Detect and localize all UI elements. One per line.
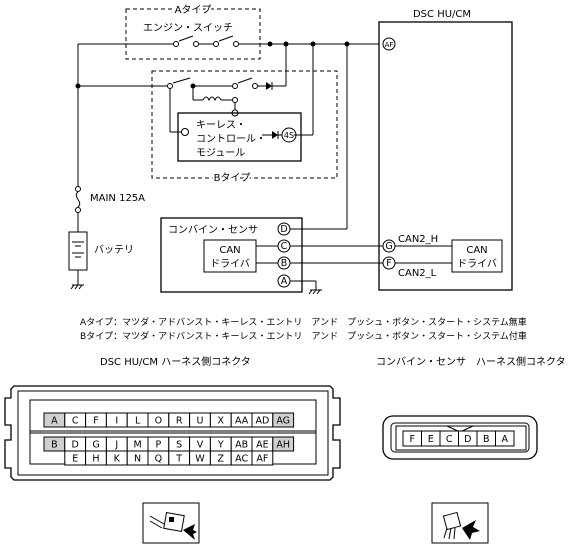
note-type-a: Aタイプ：マツダ・アドバンスト・キーレス・エントリ アンド プッシュ・ボタン・ス…: [80, 316, 527, 328]
dsc-hu-cm-box: [378, 21, 513, 291]
svg-text:B: B: [281, 258, 288, 269]
dsc-pin-label: H: [92, 454, 99, 465]
dsc-pin-label: Y: [217, 440, 224, 451]
svg-text:CAN: CAN: [466, 245, 487, 256]
svg-text:G: G: [385, 241, 392, 252]
main-fuse-label: MAIN 125A: [90, 193, 145, 204]
dsc-pin-label: X: [218, 416, 225, 427]
dsc-pin-label: S: [176, 440, 182, 451]
combine-connector: [382, 415, 538, 460]
dsc-connector-title: DSC HU/CM ハーネス側コネクタ: [100, 355, 251, 368]
dsc-pin-ah: [272, 436, 295, 452]
dsc-pin-label: Z: [218, 454, 225, 465]
combine-pin-label: F: [410, 434, 415, 445]
type-b-wiring: [75, 44, 314, 136]
type-b-box: [151, 70, 338, 179]
svg-text:D: D: [280, 224, 287, 235]
type-b-label: Bタイプ: [214, 172, 251, 184]
dsc-pin-label: AG: [276, 416, 290, 427]
af-pin: [382, 37, 396, 51]
dsc-pin-label: M: [133, 440, 141, 451]
engine-switch-label: エンジン・スイッチ: [143, 22, 233, 34]
dsc-pin-label: D: [72, 440, 79, 451]
dsc-pin-label: O: [155, 416, 162, 427]
svg-text:AF: AF: [385, 41, 394, 49]
main-fuse-icon: [75, 186, 81, 232]
dsc-pin-label: L: [135, 416, 141, 427]
svg-text:F: F: [386, 258, 391, 269]
dsc-pin-label: Q: [155, 454, 162, 465]
combine-pin-label: E: [428, 434, 434, 445]
keyless-label-1: キーレス・: [196, 120, 246, 131]
dsc-pin-label: G: [92, 440, 99, 451]
battery-icon: [68, 231, 88, 290]
dsc-pin-label: AA: [235, 416, 249, 427]
can-driver-sensor: [203, 239, 257, 273]
svg-text:ドライバ: ドライバ: [457, 258, 497, 270]
dsc-pin-label: I: [115, 416, 118, 427]
dsc-pin-label: T: [175, 454, 182, 465]
can2-h-label: CAN2_H: [398, 234, 438, 245]
combine-pin-a: [495, 430, 515, 447]
svg-text:C: C: [281, 241, 288, 252]
combine-sensor-label: コンバイン・センサ: [168, 224, 258, 236]
svg-text:ドライバ: ドライバ: [210, 258, 250, 270]
dsc-pin-label: F: [93, 416, 98, 427]
combine-connector-title: コンバイン・センサ ハーネス側コネクタ: [376, 355, 566, 368]
dsc-pin-ag: [272, 412, 295, 428]
dsc-pin-label: R: [176, 416, 183, 427]
svg-text:4S: 4S: [284, 131, 294, 140]
connector-view-icon-left: [142, 502, 200, 544]
type-a-box: [125, 8, 261, 60]
dsc-pin-label: AH: [276, 440, 290, 451]
keyless-control-module: [177, 112, 302, 162]
diode-icon: [262, 131, 282, 139]
svg-text:CAN: CAN: [219, 245, 240, 256]
dsc-pin-label: P: [156, 440, 162, 451]
keyless-label-2: コントロール・: [196, 134, 266, 145]
dsc-pin-label: AF: [256, 454, 268, 465]
combine-sensor-box: [160, 217, 303, 293]
dsc-pin-label: U: [197, 416, 204, 427]
top-wire: [78, 35, 379, 47]
dsc-pin-label: V: [197, 440, 204, 451]
dsc-pin-label: AD: [255, 416, 269, 427]
can2-l-label: CAN2_L: [398, 268, 437, 279]
dsc-pin-label: AE: [256, 440, 269, 451]
combine-pin-label: A: [502, 434, 509, 445]
module-title: DSC HU/CM: [413, 9, 471, 20]
combine-pin-label: B: [483, 434, 490, 445]
dsc-pin-af: [251, 450, 274, 466]
type-a-label: Aタイプ: [175, 4, 212, 16]
connector-view-icon-right: [431, 502, 489, 544]
keyless-label-3: モジュール: [196, 148, 245, 159]
dsc-pin-label: C: [72, 416, 79, 427]
dsc-connector: [4, 385, 341, 481]
dsc-pin-label: K: [114, 454, 121, 465]
dsc-pin-label: AB: [235, 440, 248, 451]
note-type-b: Bタイプ：マツダ・アドバンスト・キーレス・エントリ アンド プッシュ・ボタン・ス…: [80, 330, 527, 342]
pin-4s: [281, 127, 297, 143]
svg-text:A: A: [281, 276, 288, 287]
ground-icon: [290, 280, 322, 295]
dsc-pin-label: N: [134, 454, 141, 465]
can-driver-dsc: [451, 239, 503, 273]
combine-pin-label: D: [464, 434, 471, 445]
dsc-pin-label: B: [51, 440, 58, 451]
dsc-pin-label: E: [72, 454, 78, 465]
dsc-pin-label: W: [195, 454, 205, 465]
dsc-pin-label: A: [51, 416, 58, 427]
battery-label: バッテリ: [94, 244, 134, 256]
dsc-pin-label: J: [114, 440, 118, 451]
dsc-pin-label: AC: [235, 454, 248, 465]
combine-pin-label: C: [446, 434, 453, 445]
